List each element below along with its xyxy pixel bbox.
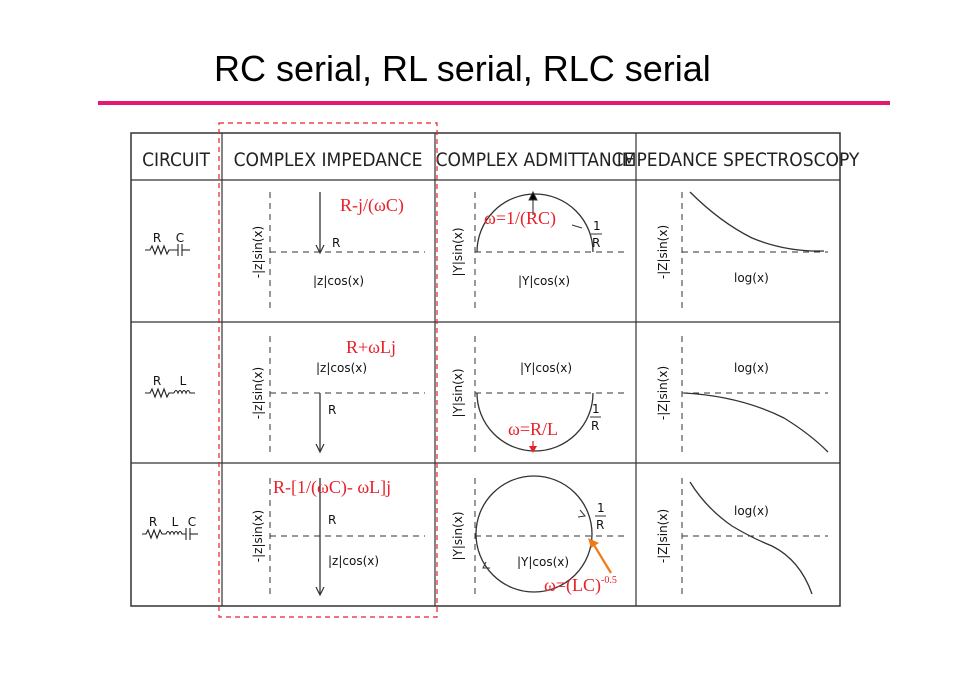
rlc-label-r: R bbox=[149, 515, 157, 529]
rc-imp-yaxis-label: -|z|sin(x) bbox=[251, 226, 265, 278]
rc-label-r: R bbox=[153, 231, 161, 245]
rlc-admittance-arrow bbox=[588, 538, 612, 574]
header-complex-impedance: COMPLEX IMPEDANCE bbox=[234, 149, 423, 171]
rl-label-r: R bbox=[153, 374, 161, 388]
rlc-spec-xaxis-label: log(x) bbox=[734, 504, 769, 518]
rc-spectroscopy-plot bbox=[681, 191, 828, 308]
rc-spec-yaxis-label: -|Z|sin(x) bbox=[656, 225, 670, 279]
rlc-admittance-annotation-exponent: -0.5 bbox=[601, 575, 617, 586]
circuit-rl bbox=[145, 387, 195, 399]
rl-imp-xaxis-label: |z|cos(x) bbox=[316, 361, 367, 375]
rl-admittance-annotation: ω=R/L bbox=[508, 419, 558, 439]
header-circuit: CIRCUIT bbox=[142, 149, 210, 171]
rc-adm-xaxis-label: |Y|cos(x) bbox=[518, 274, 570, 288]
rlc-admittance-annotation-base: ω=(LC) bbox=[544, 575, 601, 596]
rl-adm-r-label: R bbox=[591, 419, 599, 433]
rl-impedance-annotation: R+ωLj bbox=[346, 337, 396, 357]
rc-adm-r-label: R bbox=[592, 236, 600, 250]
title-underline bbox=[98, 101, 890, 105]
rlc-admittance-plot bbox=[474, 475, 628, 594]
header-complex-admittance: COMPLEX ADMITTANCE bbox=[436, 149, 635, 171]
rl-admittance-marker bbox=[529, 441, 537, 453]
rlc-spectroscopy-plot bbox=[681, 478, 828, 595]
impedance-column-highlight bbox=[218, 122, 438, 618]
rc-admittance-annotation: ω=1/(RC) bbox=[484, 208, 556, 229]
rl-adm-yaxis-label: |Y|sin(x) bbox=[451, 368, 465, 417]
rc-admittance-plot bbox=[474, 190, 628, 308]
circuit-rlc bbox=[142, 528, 198, 540]
rl-imp-r-label: R bbox=[328, 403, 336, 417]
rlc-admittance-annotation: ω=(LC)-0.5 bbox=[544, 575, 617, 596]
rc-imp-xaxis-label: |z|cos(x) bbox=[313, 274, 364, 288]
rc-adm-one-label: 1 bbox=[593, 219, 601, 233]
rl-impedance-plot bbox=[269, 336, 425, 454]
rc-imp-r-label: R bbox=[332, 236, 340, 250]
rlc-adm-yaxis-label: |Y|sin(x) bbox=[451, 511, 465, 560]
rl-adm-one-label: 1 bbox=[592, 402, 600, 416]
rl-imp-yaxis-label: -|z|sin(x) bbox=[251, 367, 265, 419]
rlc-adm-r-label: R bbox=[596, 518, 604, 532]
rc-impedance-plot bbox=[269, 192, 425, 308]
rlc-adm-one-label: 1 bbox=[597, 501, 605, 515]
rlc-impedance-annotation: R-[1/(ωC)- ωL]j bbox=[273, 477, 391, 498]
rc-label-c: C bbox=[176, 231, 184, 245]
rl-adm-xaxis-label: |Y|cos(x) bbox=[520, 361, 572, 375]
table-grid bbox=[130, 132, 841, 607]
rc-adm-yaxis-label: |Y|sin(x) bbox=[451, 227, 465, 276]
rl-spec-xaxis-label: log(x) bbox=[734, 361, 769, 375]
rlc-impedance-plot bbox=[269, 478, 425, 597]
slide-title: RC serial, RL serial, RLC serial bbox=[214, 48, 711, 89]
rl-spec-yaxis-label: -|Z|sin(x) bbox=[656, 366, 670, 420]
rlc-spec-yaxis-label: -|Z|sin(x) bbox=[656, 509, 670, 563]
circuit-rc bbox=[145, 244, 190, 256]
rlc-adm-xaxis-label: |Y|cos(x) bbox=[517, 555, 569, 569]
header-impedance-spectroscopy: IMPEDANCE SPECTROSCOPY bbox=[617, 149, 860, 171]
rc-spec-xaxis-label: log(x) bbox=[734, 271, 769, 285]
rlc-label-l: L bbox=[172, 515, 179, 529]
rc-impedance-annotation: R-j/(ωC) bbox=[340, 195, 404, 216]
rlc-imp-r-label: R bbox=[328, 513, 336, 527]
rlc-imp-yaxis-label: -|z|sin(x) bbox=[251, 510, 265, 562]
rlc-label-c: C bbox=[188, 515, 196, 529]
rlc-imp-xaxis-label: |z|cos(x) bbox=[328, 554, 379, 568]
rl-admittance-plot bbox=[474, 336, 628, 452]
rl-label-l: L bbox=[180, 374, 187, 388]
rl-spectroscopy-plot bbox=[681, 336, 829, 453]
